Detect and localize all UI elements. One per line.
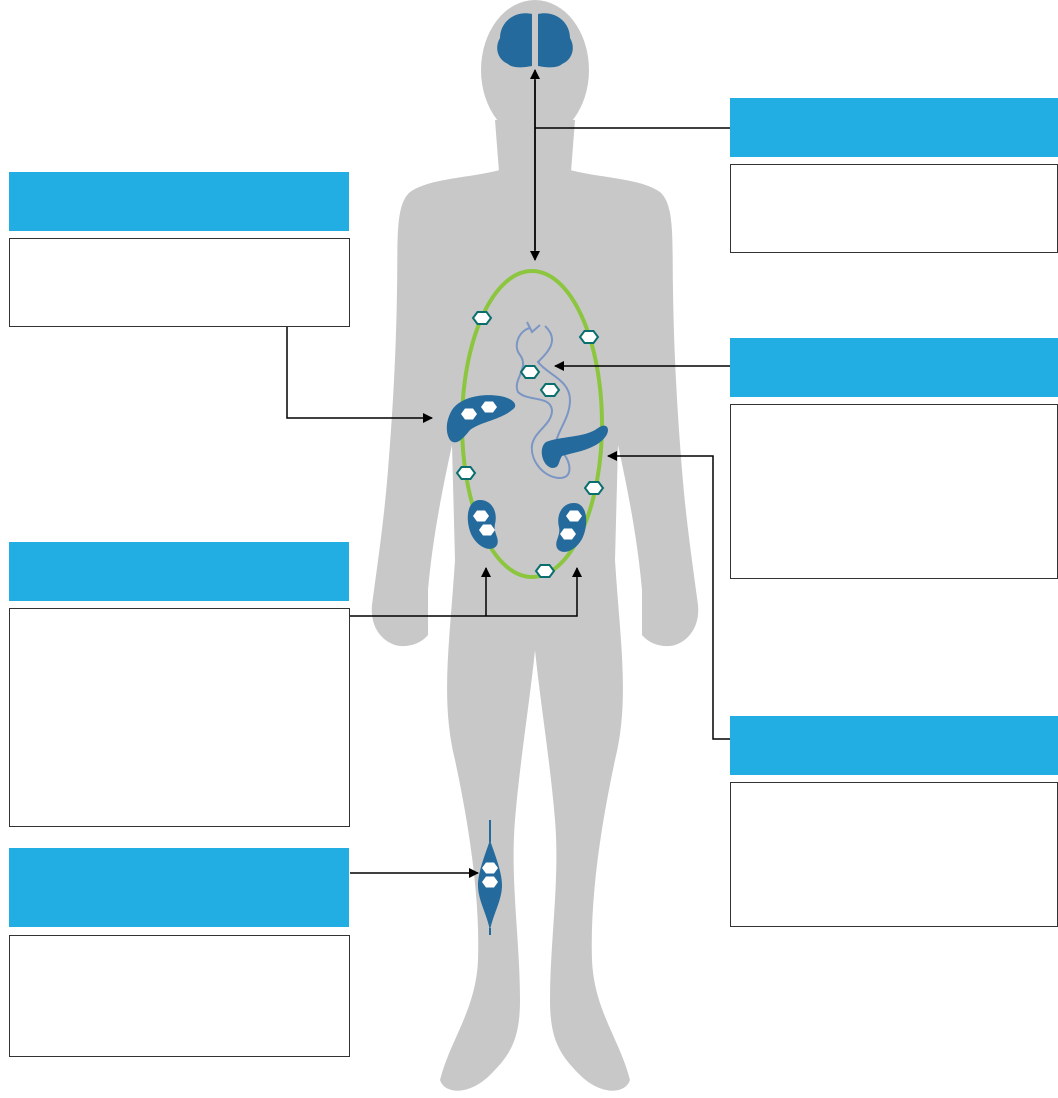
bottom-left-box-body bbox=[9, 935, 350, 1057]
middle-right-box-body bbox=[730, 404, 1058, 579]
middle-left-box-header bbox=[9, 542, 349, 601]
bottom-left-box-header bbox=[9, 848, 349, 927]
top-left-box-body bbox=[9, 238, 350, 327]
middle-left-box-body bbox=[9, 608, 350, 827]
top-right-box-body bbox=[730, 164, 1058, 253]
middle-right-box-header bbox=[730, 338, 1058, 397]
bottom-right-box-header bbox=[730, 716, 1058, 775]
top-left-box-header bbox=[9, 172, 349, 231]
bottom-right-box-body bbox=[730, 782, 1058, 927]
top-right-box-header bbox=[730, 98, 1058, 157]
